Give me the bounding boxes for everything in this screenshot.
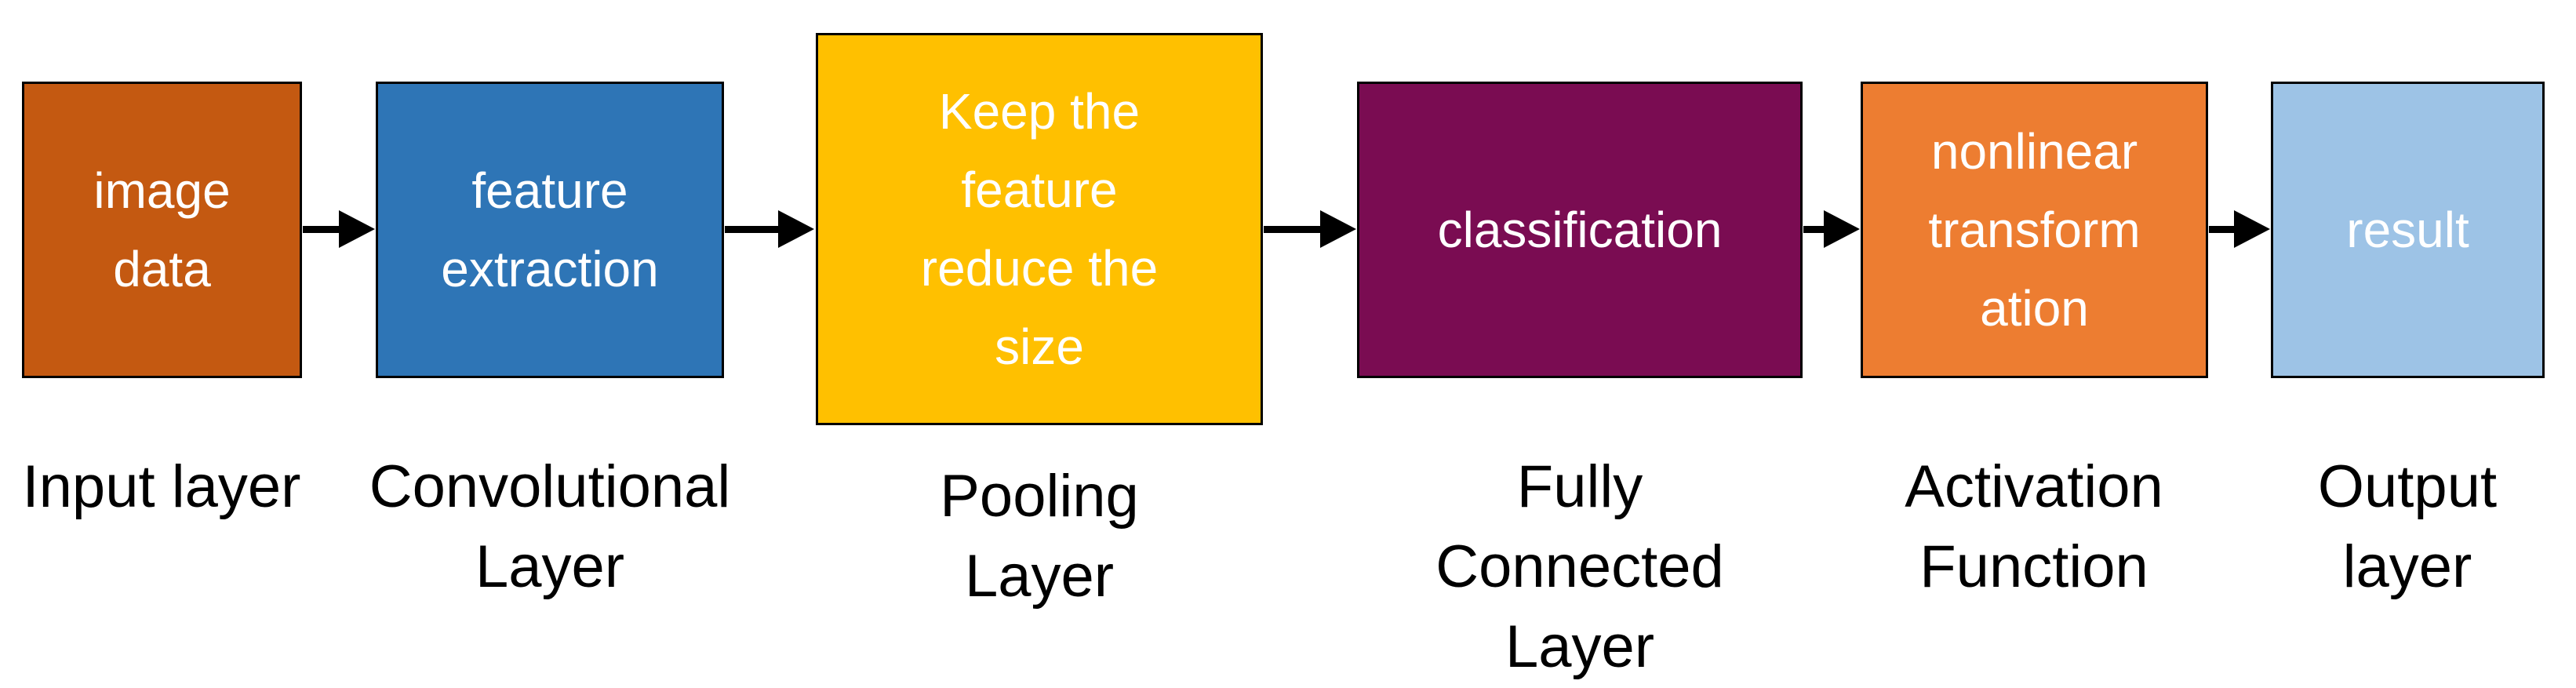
layer-label-convolutional: Convolutional Layer bbox=[369, 453, 731, 600]
stage-box-activation-function-text: nonlinear transform ation bbox=[1928, 123, 2141, 337]
flow-arrow-1-head bbox=[339, 210, 375, 248]
stage-box-output-layer-text: result bbox=[2346, 202, 2469, 258]
stage-box-output-layer: result bbox=[2271, 82, 2545, 378]
stage-box-fully-connected-layer-text: classification bbox=[1437, 202, 1723, 258]
layer-label-activation: Activation Function bbox=[1905, 453, 2163, 600]
flow-arrow-2-shaft bbox=[725, 226, 781, 233]
flow-arrow-4-head bbox=[1824, 210, 1860, 248]
flow-arrow-3-head bbox=[1320, 210, 1356, 248]
stage-box-fully-connected-layer: classification bbox=[1357, 82, 1803, 378]
flow-arrow-5-shaft bbox=[2209, 226, 2237, 233]
flow-arrow-3-shaft bbox=[1264, 226, 1323, 233]
stage-box-pooling-layer: Keep the feature reduce the size bbox=[816, 33, 1263, 425]
stage-box-input-layer-text: image data bbox=[93, 162, 231, 297]
stage-box-input-layer: image data bbox=[22, 82, 302, 378]
flow-arrow-1-shaft bbox=[303, 226, 342, 233]
layer-label-fully-connected: Fully Connected Layer bbox=[1435, 453, 1724, 680]
layer-label-output: Output layer bbox=[2317, 453, 2498, 600]
layer-label-pooling: Pooling Layer bbox=[940, 463, 1139, 610]
stage-box-convolutional-layer: feature extraction bbox=[376, 82, 724, 378]
flow-arrow-2-head bbox=[778, 210, 814, 248]
stage-box-activation-function: nonlinear transform ation bbox=[1861, 82, 2208, 378]
flow-arrow-4-shaft bbox=[1803, 226, 1827, 233]
stage-box-convolutional-layer-text: feature extraction bbox=[441, 162, 659, 297]
layer-label-input: Input layer bbox=[22, 453, 301, 520]
stage-box-pooling-layer-text: Keep the feature reduce the size bbox=[920, 83, 1159, 375]
flow-arrow-5-head bbox=[2234, 210, 2270, 248]
